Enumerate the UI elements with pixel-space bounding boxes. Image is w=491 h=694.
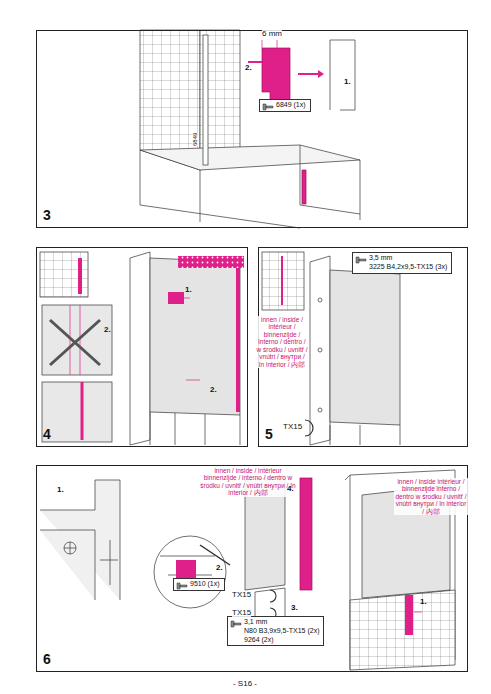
substep-number: 1. bbox=[57, 486, 64, 495]
part-box: 3,1 mmN80 B3,9x9,5-TX15 (2x)9264 (2x) bbox=[227, 616, 324, 646]
part-spec: 3,1 mm bbox=[244, 618, 319, 627]
substep-number: 2. bbox=[216, 564, 223, 573]
part-spec: 9264 (2x) bbox=[244, 636, 319, 645]
part-box: 6849 (1x) bbox=[259, 99, 311, 112]
label-text: TX15 bbox=[232, 609, 251, 618]
substep-number: 3. bbox=[291, 604, 298, 613]
step-number: 5 bbox=[265, 426, 273, 442]
substep-number: 2. bbox=[245, 64, 252, 73]
substep-number: 1. bbox=[420, 598, 427, 607]
label-text: TX15 bbox=[283, 423, 302, 432]
label-text: TX15 bbox=[232, 591, 251, 600]
screw-icon bbox=[230, 620, 242, 628]
part-spec: 3,5 mm bbox=[369, 254, 447, 263]
inside-note: innen / inside / intérieur / binnenzijde… bbox=[256, 316, 308, 368]
inside-note: innen / inside / intérieur binnenzijde /… bbox=[198, 467, 298, 497]
part-spec: 9510 (1x) bbox=[190, 580, 220, 589]
substep-number: 1. bbox=[185, 286, 192, 295]
part-spec: N80 B3,9x9,5-TX15 (2x) bbox=[244, 627, 319, 636]
label-text: 6 mm bbox=[262, 30, 282, 39]
label-text: 6849 bbox=[192, 133, 199, 146]
inside-note: innen / inside intérieur / binnenzijde i… bbox=[394, 478, 468, 515]
screw-icon bbox=[176, 582, 188, 590]
substep-number: 2. bbox=[104, 326, 111, 335]
step-number: 4 bbox=[43, 426, 51, 442]
step-number: 3 bbox=[43, 207, 51, 223]
step-number: 6 bbox=[43, 651, 51, 667]
substep-number: 1. bbox=[344, 78, 351, 87]
part-spec: 3225 B4,2x9,5-TX15 (3x) bbox=[369, 263, 447, 272]
substep-number: 2. bbox=[210, 386, 217, 395]
substep-number: 4. bbox=[287, 485, 294, 494]
part-spec: 6849 (1x) bbox=[276, 101, 306, 110]
part-box: 9510 (1x) bbox=[173, 578, 225, 591]
part-box: 3,5 mm3225 B4,2x9,5-TX15 (3x) bbox=[352, 252, 452, 274]
step-panel: 3 6849 (1x) bbox=[36, 30, 468, 228]
screw-icon bbox=[355, 256, 367, 264]
step-panel: 4 bbox=[36, 247, 248, 447]
screw-icon bbox=[262, 103, 274, 111]
label-text: - S16 - bbox=[233, 680, 257, 689]
